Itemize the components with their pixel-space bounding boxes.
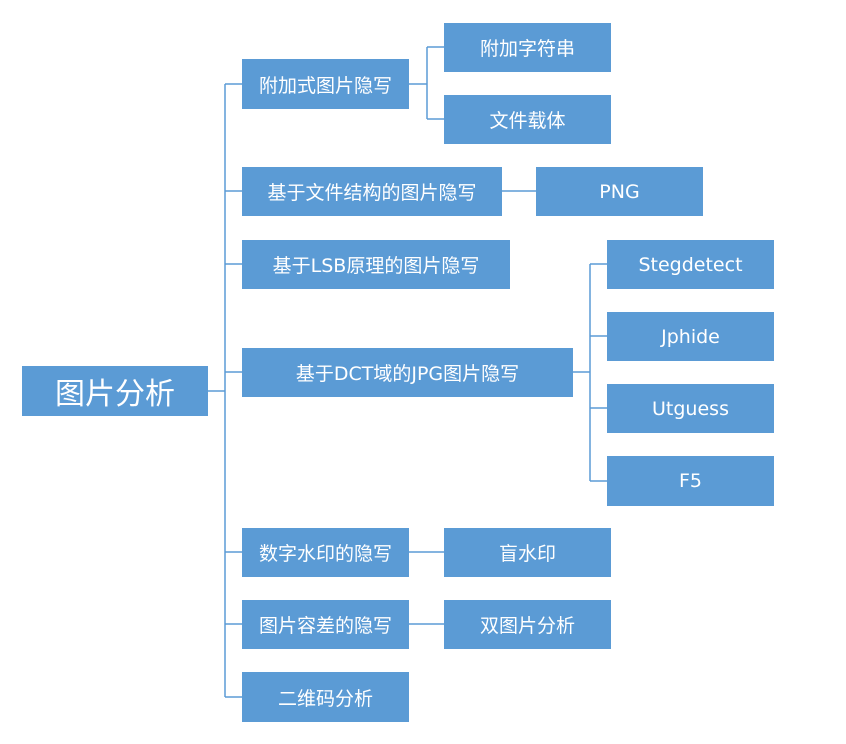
leaf-node-append-string: 附加字符串 [444, 23, 611, 72]
branch-node-file-structure-stego: 基于文件结构的图片隐写 [242, 167, 502, 216]
connector-b1-children [409, 46, 444, 120]
leaf-node-f5: F5 [607, 456, 774, 506]
leaf-node-blind-watermark: 盲水印 [444, 528, 611, 577]
leaf-node-utguess: Utguess [607, 384, 774, 433]
branch-node-dct-jpg-stego: 基于DCT域的JPG图片隐写 [242, 348, 573, 397]
leaf-node-stegdetect: Stegdetect [607, 240, 774, 289]
leaf-node-file-carrier: 文件载体 [444, 95, 611, 144]
leaf-node-png: PNG [536, 167, 703, 216]
branch-node-lsb-stego: 基于LSB原理的图片隐写 [242, 240, 510, 289]
branch-node-tolerance-stego: 图片容差的隐写 [242, 600, 409, 649]
branch-node-qrcode-analysis: 二维码分析 [242, 672, 409, 722]
leaf-node-jphide: Jphide [607, 312, 774, 361]
branch-node-watermark-stego: 数字水印的隐写 [242, 528, 409, 577]
leaf-node-dual-image-analysis: 双图片分析 [444, 600, 611, 649]
root-node: 图片分析 [22, 366, 208, 416]
connector-b4-children [573, 263, 607, 482]
branch-node-appended-stego: 附加式图片隐写 [242, 59, 409, 109]
